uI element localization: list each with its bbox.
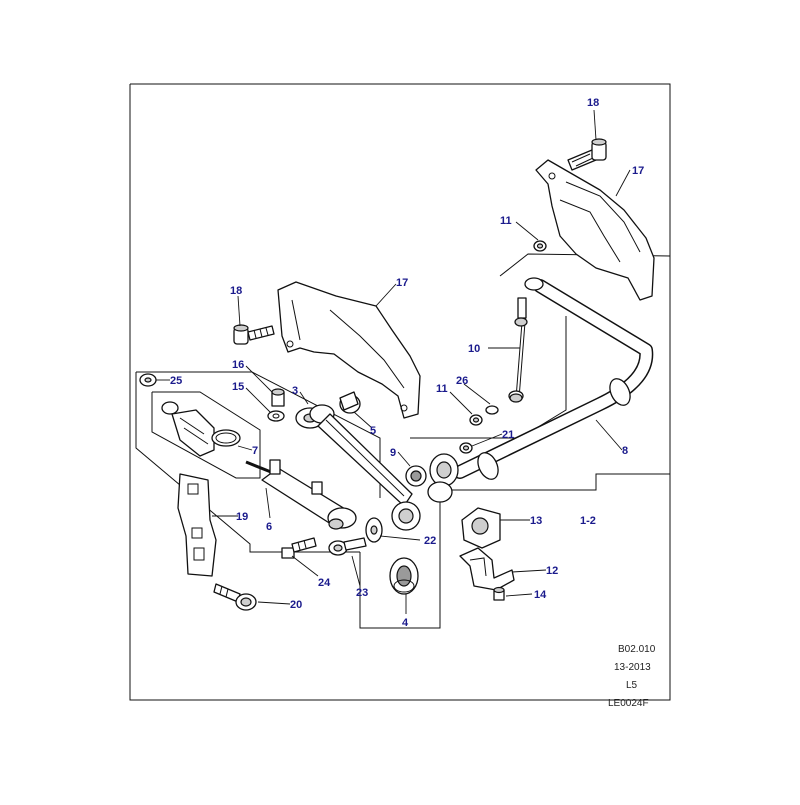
callout-19: 19 [236, 511, 248, 523]
washer-22 [365, 501, 421, 543]
bolt-20 [213, 583, 257, 611]
callout-23: 23 [356, 587, 368, 599]
clamp-12 [459, 547, 515, 591]
callout-10: 10 [468, 343, 480, 355]
washer-15 [267, 410, 285, 422]
reference-date: 13-2013 [614, 662, 651, 673]
bush-5 [339, 391, 361, 414]
group-bracket-link [410, 316, 567, 439]
callout-1-2: 1-2 [580, 515, 596, 527]
bolt-14 [493, 586, 505, 601]
callout-18-lower: 18 [230, 285, 242, 297]
bush-4 [389, 557, 419, 595]
callout-16: 16 [232, 359, 244, 371]
callout-9: 9 [390, 447, 396, 459]
callout-4: 4 [402, 617, 409, 629]
callout-25: 25 [170, 375, 182, 387]
damper-6 [245, 459, 357, 530]
nut-25 [139, 373, 157, 387]
stud-16 [271, 388, 285, 407]
group-bracket-boot [151, 391, 261, 479]
callout-17-upper: 17 [632, 165, 644, 177]
callout-7: 7 [252, 445, 258, 457]
nut-11-lower [469, 414, 483, 426]
nut-11-upper [533, 240, 547, 252]
bolt-18-lower [233, 324, 275, 345]
control-arm-3 [295, 404, 413, 507]
bush-13 [461, 507, 501, 549]
callout-11-upper: 11 [500, 215, 512, 227]
callout-18-upper: 18 [587, 97, 599, 109]
bolt-23 [328, 537, 367, 556]
drop-link-10 [508, 297, 528, 403]
boot-7 [161, 401, 241, 457]
callout-12: 12 [546, 565, 558, 577]
callout-13: 13 [530, 515, 542, 527]
callout-21: 21 [502, 429, 514, 441]
callout-14: 14 [534, 589, 547, 601]
callout-15: 15 [232, 381, 244, 393]
leader-lines [156, 109, 631, 614]
callout-8: 8 [622, 445, 628, 457]
anti-roll-bar-8 [427, 277, 654, 503]
callout-6: 6 [266, 521, 272, 533]
heat-shield-lower [277, 281, 421, 419]
bush-9 [405, 465, 427, 487]
callout-5: 5 [370, 425, 376, 437]
reference-block: B02.010 13-2013 L5 LE0024F [608, 644, 656, 709]
callout-24: 24 [318, 577, 331, 589]
reference-model: L5 [626, 680, 638, 691]
reference-drawing-no: LE0024F [608, 698, 649, 709]
callout-26: 26 [456, 375, 468, 387]
callout-labels: 18 17 11 10 17 18 16 15 25 3 5 11 26 21 … [170, 97, 644, 629]
callout-11-lower: 11 [436, 383, 448, 395]
washer-26 [485, 405, 499, 415]
bolt-24 [281, 537, 317, 559]
bracket-19 [177, 473, 217, 577]
reference-code: B02.010 [618, 644, 656, 655]
heat-shield-upper [535, 159, 655, 301]
nut-21 [459, 442, 473, 454]
callout-22: 22 [424, 535, 436, 547]
diagram-frame [129, 83, 671, 701]
callout-17-lower: 17 [396, 277, 408, 289]
bolt-18-upper [567, 138, 607, 171]
callout-20: 20 [290, 599, 302, 611]
callout-3: 3 [292, 385, 298, 397]
